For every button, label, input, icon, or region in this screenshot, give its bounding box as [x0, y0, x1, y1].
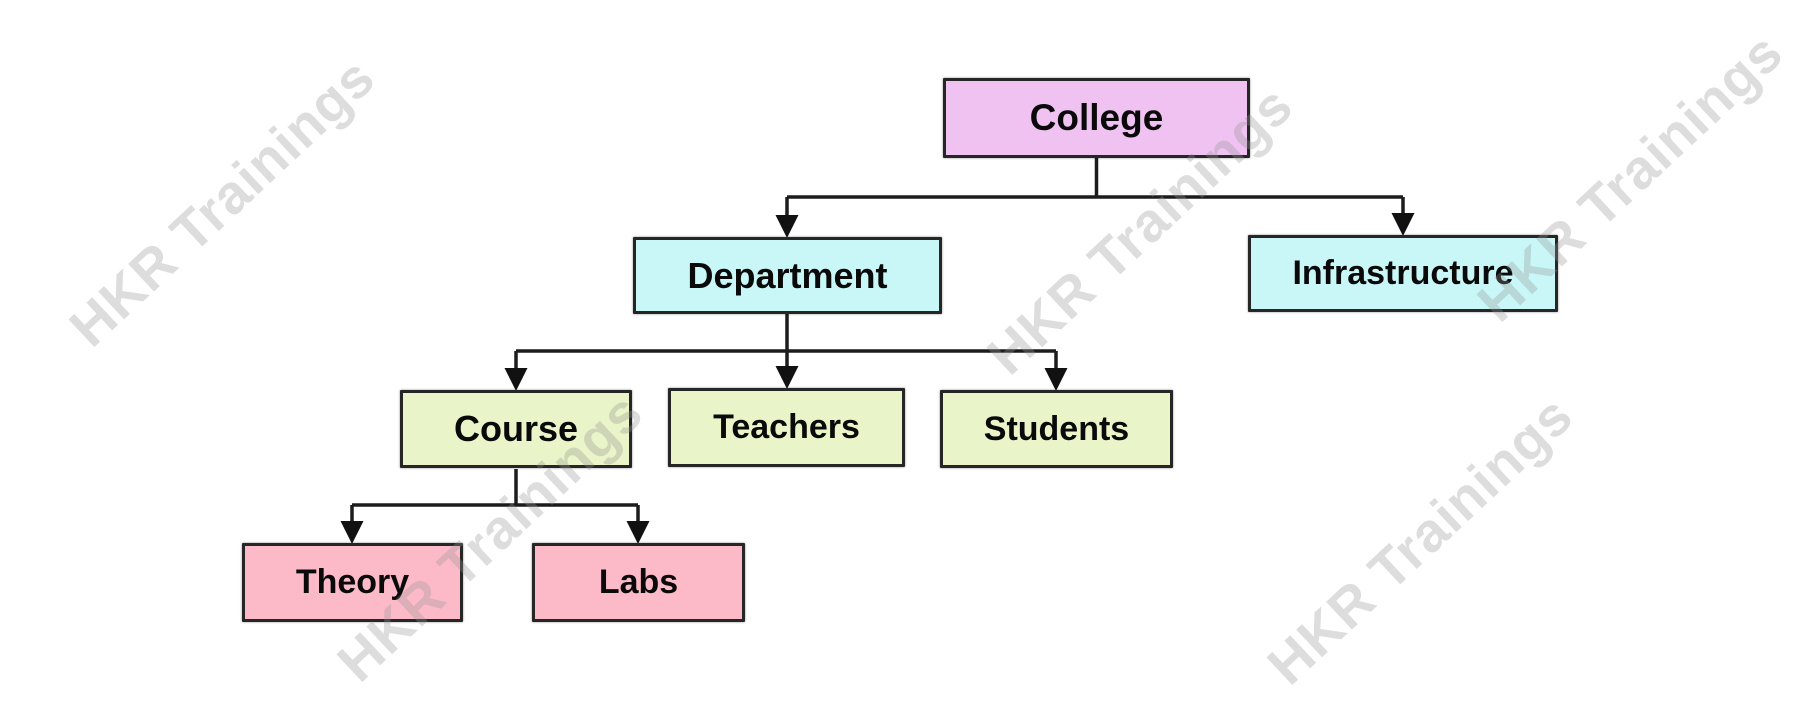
- arrow-to-course: [504, 368, 528, 391]
- node-teachers: Teachers: [668, 388, 905, 467]
- node-labs-label: Labs: [598, 563, 679, 601]
- node-labs: Labs: [532, 543, 745, 622]
- connector-college-children: [775, 158, 1415, 238]
- node-infrastructure-label: Infrastructure: [1292, 254, 1514, 292]
- arrow-to-theory: [340, 521, 364, 544]
- node-teachers-label: Teachers: [713, 408, 860, 446]
- arrow-to-students: [1044, 368, 1068, 391]
- node-theory: Theory: [242, 543, 463, 622]
- arrow-to-teachers: [775, 366, 799, 389]
- node-college-label: College: [1029, 97, 1164, 138]
- connector-course-children: [340, 469, 650, 544]
- connector-department-children: [504, 314, 1068, 391]
- arrow-to-department: [775, 215, 799, 238]
- node-college: College: [943, 78, 1250, 158]
- node-department: Department: [633, 237, 942, 314]
- node-infrastructure: Infrastructure: [1248, 235, 1558, 312]
- node-students: Students: [940, 390, 1173, 468]
- node-theory-label: Theory: [295, 563, 410, 601]
- node-students-label: Students: [983, 409, 1130, 448]
- node-course-label: Course: [453, 408, 579, 449]
- arrow-to-infrastructure: [1391, 213, 1415, 236]
- arrow-to-labs: [626, 521, 650, 544]
- node-course: Course: [400, 390, 632, 468]
- node-department-label: Department: [687, 254, 888, 296]
